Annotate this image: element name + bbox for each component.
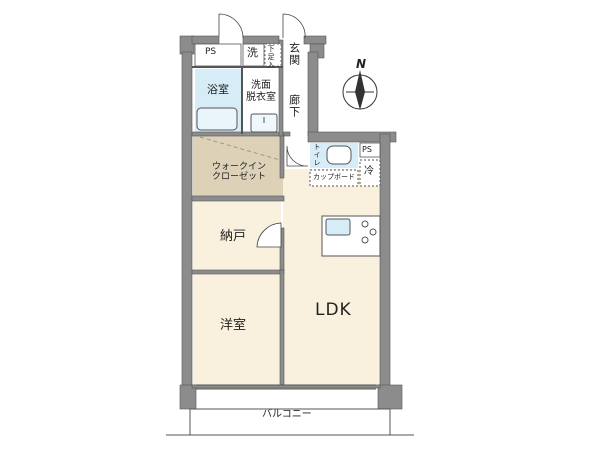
compass-north-label: N — [356, 57, 367, 71]
stove-burner — [361, 236, 369, 244]
entrance-door-swing — [218, 13, 244, 39]
fridge-box — [359, 159, 381, 187]
compass-icon — [342, 70, 378, 110]
room-label-entrance: 玄関 — [287, 42, 301, 66]
stove-burner — [361, 220, 369, 228]
room-label-laundry: 洗 — [247, 46, 258, 59]
room-label-fridge: 冷 — [364, 166, 374, 177]
kitchen-sink — [325, 218, 351, 236]
room-label-storage: 納戸 — [220, 229, 247, 244]
stove-burner — [369, 228, 377, 236]
bathtub — [196, 107, 238, 131]
room-label-toilet: トイレ — [313, 143, 322, 167]
room-label-cupboard: カップボード — [313, 173, 355, 181]
balcony-rail — [189, 408, 391, 436]
storage-door-swing — [256, 222, 282, 248]
toilet-bowl — [326, 145, 352, 165]
room-label-ldk: LDK — [315, 300, 352, 320]
western-room-floor — [193, 273, 281, 385]
ps-box-top — [194, 43, 242, 67]
room-label-western-room: 洋室 — [220, 318, 247, 333]
room-label-hallway: 廊下 — [287, 94, 301, 118]
room-label-washroom: 洗面 脱衣室 — [246, 80, 276, 103]
front-door-swing — [282, 13, 306, 39]
room-label-shoe-storage: 下足入 — [267, 45, 276, 69]
ldk-floor — [283, 169, 380, 385]
room-label-balcony: バルコニー — [262, 409, 312, 420]
toilet-door-swing — [286, 145, 309, 167]
room-label-bath: 浴室 — [207, 83, 229, 96]
room-label-walk-in-closet: ウォークイン クローゼット — [212, 162, 267, 183]
room-label-ps-right: PS — [362, 145, 372, 154]
ps-box-right — [359, 142, 381, 158]
cupboard-box — [309, 169, 359, 187]
room-label-ps-top: PS — [205, 47, 217, 57]
walls — [179, 35, 403, 410]
walk-in-closet-floor — [193, 134, 283, 198]
